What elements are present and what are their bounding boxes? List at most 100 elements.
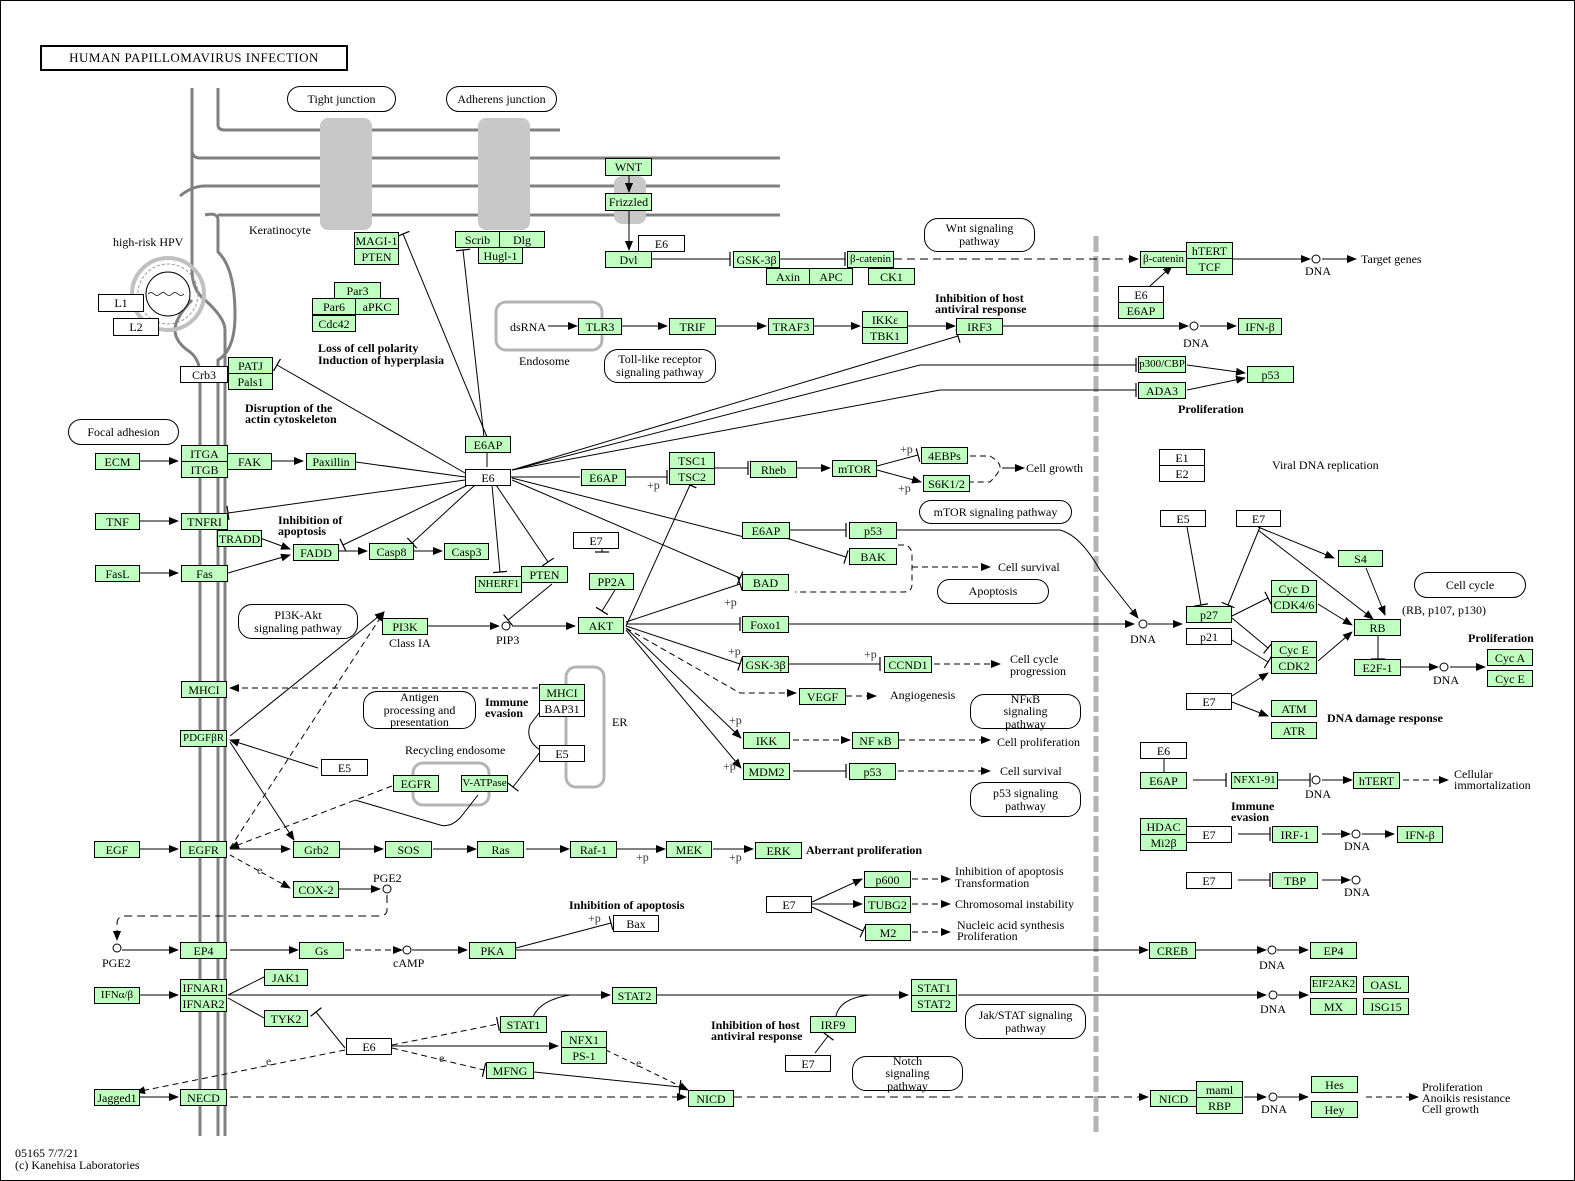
- map-toll-like-receptor[interactable]: Toll-like receptor signaling pathway: [604, 349, 716, 383]
- node-eif2ak2[interactable]: EIF2AK2: [1310, 976, 1357, 993]
- node-mhci-er[interactable]: MHCI: [539, 684, 585, 701]
- node-stat1-complex[interactable]: STAT1: [911, 979, 957, 996]
- node-p600[interactable]: p600: [864, 871, 911, 888]
- node-beta-catenin[interactable]: β-catenin: [847, 251, 894, 268]
- node-jak1[interactable]: JAK1: [264, 969, 308, 986]
- node-mfng[interactable]: MFNG: [486, 1062, 534, 1079]
- node-egfr[interactable]: EGFR: [180, 841, 227, 858]
- node-pka[interactable]: PKA: [469, 942, 516, 959]
- node-ikk[interactable]: IKK: [743, 732, 790, 749]
- node-e7-p27[interactable]: E7: [1236, 510, 1281, 527]
- node-hey[interactable]: Hey: [1311, 1101, 1358, 1118]
- node-egf[interactable]: EGF: [94, 841, 140, 858]
- node-itgb[interactable]: ITGB: [181, 461, 228, 478]
- node-casp3[interactable]: Casp3: [444, 543, 489, 560]
- node-fak[interactable]: FAK: [227, 453, 272, 470]
- node-e5-er[interactable]: E5: [539, 745, 585, 762]
- node-ep4-nuclear[interactable]: EP4: [1310, 942, 1357, 959]
- node-isg15[interactable]: ISG15: [1363, 998, 1409, 1015]
- node-tcf[interactable]: TCF: [1186, 258, 1233, 275]
- node-stat2[interactable]: STAT2: [612, 987, 657, 1004]
- node-irf9[interactable]: IRF9: [810, 1016, 856, 1033]
- node-maml[interactable]: maml: [1196, 1081, 1243, 1098]
- node-e2[interactable]: E2: [1159, 465, 1205, 482]
- node-ps-1[interactable]: PS-1: [561, 1047, 607, 1064]
- node-ifn-alpha-beta[interactable]: IFNα/β: [94, 987, 140, 1004]
- node-erk[interactable]: ERK: [755, 842, 802, 859]
- node-rheb[interactable]: Rheb: [750, 461, 797, 478]
- node-e6ap-nuclear[interactable]: E6AP: [1118, 302, 1164, 319]
- map-nfkb-signaling[interactable]: NFκB signaling pathway: [970, 692, 1081, 730]
- node-p21[interactable]: p21: [1186, 628, 1232, 645]
- node-bad[interactable]: BAD: [742, 574, 789, 591]
- node-l2[interactable]: L2: [113, 318, 159, 336]
- node-gsk-3b[interactable]: GSK-3β: [733, 251, 780, 268]
- node-l1[interactable]: L1: [98, 294, 144, 312]
- node-ifn-beta[interactable]: IFN-β: [1238, 318, 1282, 335]
- node-fadd[interactable]: FADD: [293, 544, 339, 561]
- node-rbp[interactable]: RBP: [1196, 1097, 1243, 1114]
- node-ifnar2[interactable]: IFNAR2: [180, 995, 227, 1012]
- node-akt[interactable]: AKT: [578, 617, 624, 634]
- node-bax[interactable]: Bax: [613, 915, 659, 932]
- node-casp8[interactable]: Casp8: [369, 543, 414, 560]
- node-e6ap-tsc[interactable]: E6AP: [581, 469, 626, 486]
- node-fas[interactable]: Fas: [181, 565, 228, 582]
- node-e5-pdgfbr[interactable]: E5: [321, 759, 368, 776]
- node-tlr3[interactable]: TLR3: [578, 318, 622, 335]
- node-sos[interactable]: SOS: [385, 841, 432, 858]
- node-nicd-nuclear[interactable]: NICD: [1150, 1090, 1197, 1107]
- node-s6k[interactable]: S6K1/2: [923, 475, 970, 492]
- node-nherf1[interactable]: NHERF1: [475, 576, 522, 593]
- node-pp2a[interactable]: PP2A: [589, 573, 634, 590]
- node-frizzled[interactable]: Frizzled: [605, 193, 652, 211]
- node-foxo1[interactable]: Foxo1: [742, 616, 789, 633]
- node-magi-1[interactable]: MAGI-1: [354, 232, 399, 249]
- node-e6ap-apoptosis[interactable]: E6AP: [742, 522, 790, 539]
- node-htert-telomerase[interactable]: hTERT: [1353, 772, 1400, 789]
- node-e7-cdk2[interactable]: E7: [1186, 693, 1232, 710]
- node-tsc2[interactable]: TSC2: [669, 468, 715, 485]
- node-atr[interactable]: ATR: [1271, 722, 1317, 739]
- node-ep4[interactable]: EP4: [180, 942, 227, 959]
- node-gsk-3b-akt[interactable]: GSK-3β: [742, 656, 789, 673]
- node-traf3[interactable]: TRAF3: [768, 318, 814, 335]
- node-tbk1[interactable]: TBK1: [862, 327, 908, 344]
- node-jagged1[interactable]: Jagged1: [94, 1089, 140, 1106]
- map-p53-signaling[interactable]: p53 signaling pathway: [970, 782, 1081, 817]
- node-irf-1[interactable]: IRF-1: [1272, 826, 1318, 843]
- node-e6-telomerase[interactable]: E6: [1140, 742, 1187, 759]
- node-axin[interactable]: Axin: [766, 268, 810, 285]
- node-m2[interactable]: M2: [865, 924, 911, 941]
- node-mtor[interactable]: mTOR: [832, 460, 877, 477]
- node-beta-catenin-nuclear[interactable]: β-catenin: [1140, 251, 1187, 268]
- node-hes[interactable]: Hes: [1311, 1076, 1358, 1093]
- node-e1[interactable]: E1: [1159, 449, 1205, 466]
- node-stat1[interactable]: STAT1: [500, 1016, 547, 1033]
- node-par6[interactable]: Par6: [312, 298, 356, 315]
- node-htert[interactable]: hTERT: [1186, 242, 1233, 259]
- node-s4[interactable]: S4: [1338, 550, 1383, 567]
- node-e7-tbp[interactable]: E7: [1186, 872, 1232, 889]
- node-e6-notch[interactable]: E6: [346, 1038, 392, 1055]
- node-hdac[interactable]: HDAC: [1140, 818, 1187, 835]
- node-crb3[interactable]: Crb3: [180, 366, 228, 383]
- node-e6ap[interactable]: E6AP: [465, 436, 511, 453]
- node-cyc-e[interactable]: Cyc E: [1271, 641, 1317, 658]
- node-cyc-e-prolif[interactable]: Cyc E: [1487, 670, 1533, 687]
- node-mek[interactable]: MEK: [666, 841, 712, 858]
- node-trif[interactable]: TRIF: [669, 318, 716, 335]
- node-mx[interactable]: MX: [1310, 998, 1357, 1015]
- node-atm[interactable]: ATM: [1271, 700, 1317, 717]
- node-e7-pp2a[interactable]: E7: [573, 532, 619, 549]
- node-bap31[interactable]: BAP31: [539, 700, 585, 717]
- node-pten-akt[interactable]: PTEN: [521, 566, 568, 583]
- node-vegf[interactable]: VEGF: [799, 688, 846, 705]
- node-itga[interactable]: ITGA: [181, 445, 228, 462]
- node-tubg2[interactable]: TUBG2: [864, 896, 911, 913]
- node-tsc1[interactable]: TSC1: [669, 452, 715, 469]
- map-pi3k-akt-signaling[interactable]: PI3K-Akt signaling pathway: [238, 604, 358, 639]
- map-tight-junction[interactable]: Tight junction: [287, 86, 396, 112]
- map-cell-cycle[interactable]: Cell cycle: [1414, 572, 1526, 598]
- node-raf-1[interactable]: Raf-1: [570, 841, 617, 858]
